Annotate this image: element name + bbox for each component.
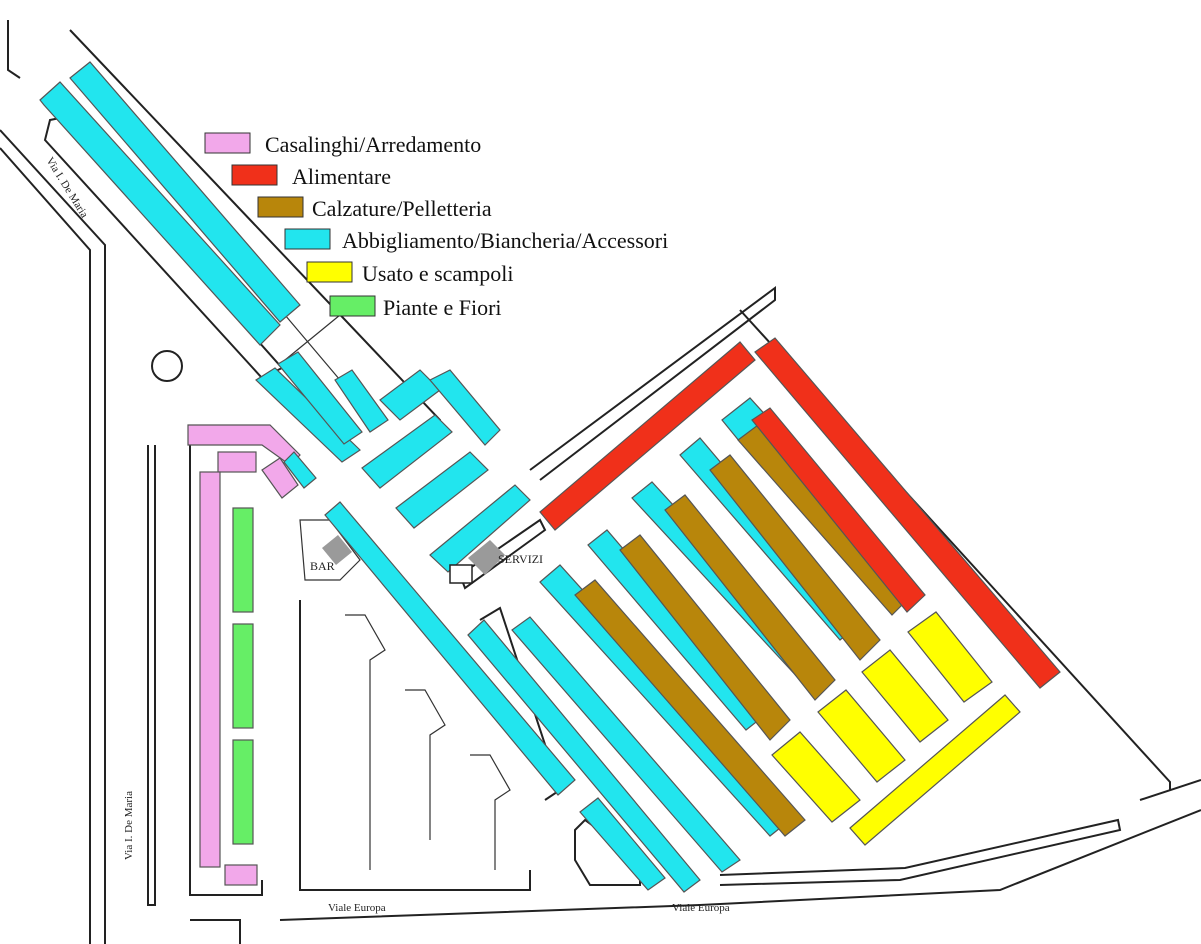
stall-abbigliamento [511, 616, 741, 873]
stall-abbigliamento [324, 501, 576, 796]
legend-swatch-abbigliamento [284, 228, 331, 250]
legend-swatch-alimentare [231, 164, 278, 186]
stall-calzature [574, 579, 806, 837]
viale-europa-label-2: Viale Europa [672, 902, 730, 914]
stall-alimentare [751, 407, 926, 613]
stall-usato [771, 731, 861, 823]
stall-abbigliamento [467, 619, 701, 893]
legend-label-piante: Piante e Fiori [383, 295, 502, 320]
stall-abbigliamento [277, 351, 363, 445]
stall-casalinghi [261, 457, 299, 499]
stall-piante [232, 739, 254, 845]
stall-abbigliamento [579, 797, 666, 891]
legend-label-alimentare: Alimentare [292, 164, 391, 189]
stall-piante [232, 623, 254, 729]
legend-label-usato: Usato e scampoli [362, 261, 514, 286]
stall-abbigliamento [395, 451, 489, 529]
viale-europa-label-1: Viale Europa [328, 902, 386, 914]
street-label-left: Via I. De Maria [123, 791, 135, 860]
legend-label-abbigliamento: Abbigliamento/Biancheria/Accessori [342, 228, 668, 253]
stall-abbigliamento [361, 414, 453, 489]
legend-swatch-calzature [257, 196, 304, 218]
stall-abbigliamento [334, 369, 389, 433]
stall-alimentare [754, 337, 1061, 689]
stall-alimentare [539, 341, 756, 531]
stall-usato [907, 611, 993, 703]
stall-usato [849, 694, 1021, 846]
stall-usato [861, 649, 949, 743]
legend: Casalinghi/Arredamento Alimentare Calzat… [204, 132, 668, 320]
legend-swatch-usato [306, 261, 353, 283]
stall-piante [232, 507, 254, 613]
stall-calzature [709, 454, 881, 661]
zone-alimentare [539, 337, 1061, 689]
stall-abbigliamento [255, 367, 361, 463]
stall-abbigliamento [283, 451, 317, 489]
stall-calzature [664, 494, 836, 701]
bar-block [322, 535, 352, 565]
legend-label-casalinghi: Casalinghi/Arredamento [265, 132, 481, 157]
stall-abbigliamento [39, 81, 281, 346]
stall-casalinghi [224, 864, 258, 886]
stall-abbigliamento [429, 369, 501, 446]
servizi-label: SERVIZI [498, 552, 543, 566]
stall-casalinghi [199, 471, 221, 868]
zone-piante [232, 507, 254, 845]
service-kiosk [449, 564, 473, 584]
zone-casalinghi [187, 424, 301, 886]
legend-swatch-casalinghi [204, 132, 251, 154]
stall-abbigliamento [69, 61, 301, 323]
stall-usato [817, 689, 906, 783]
stall-abbigliamento [379, 369, 441, 421]
zone-calzature [574, 424, 913, 837]
stall-casalinghi [217, 451, 257, 473]
legend-label-calzature: Calzature/Pelletteria [312, 196, 492, 221]
zone-usato [771, 611, 1021, 846]
stall-abbigliamento [429, 484, 531, 573]
legend-swatch-piante [329, 295, 376, 317]
bar-label: BAR [310, 559, 335, 573]
servizi-block [468, 540, 505, 575]
service-blocks [322, 535, 505, 584]
stall-calzature [619, 534, 791, 741]
